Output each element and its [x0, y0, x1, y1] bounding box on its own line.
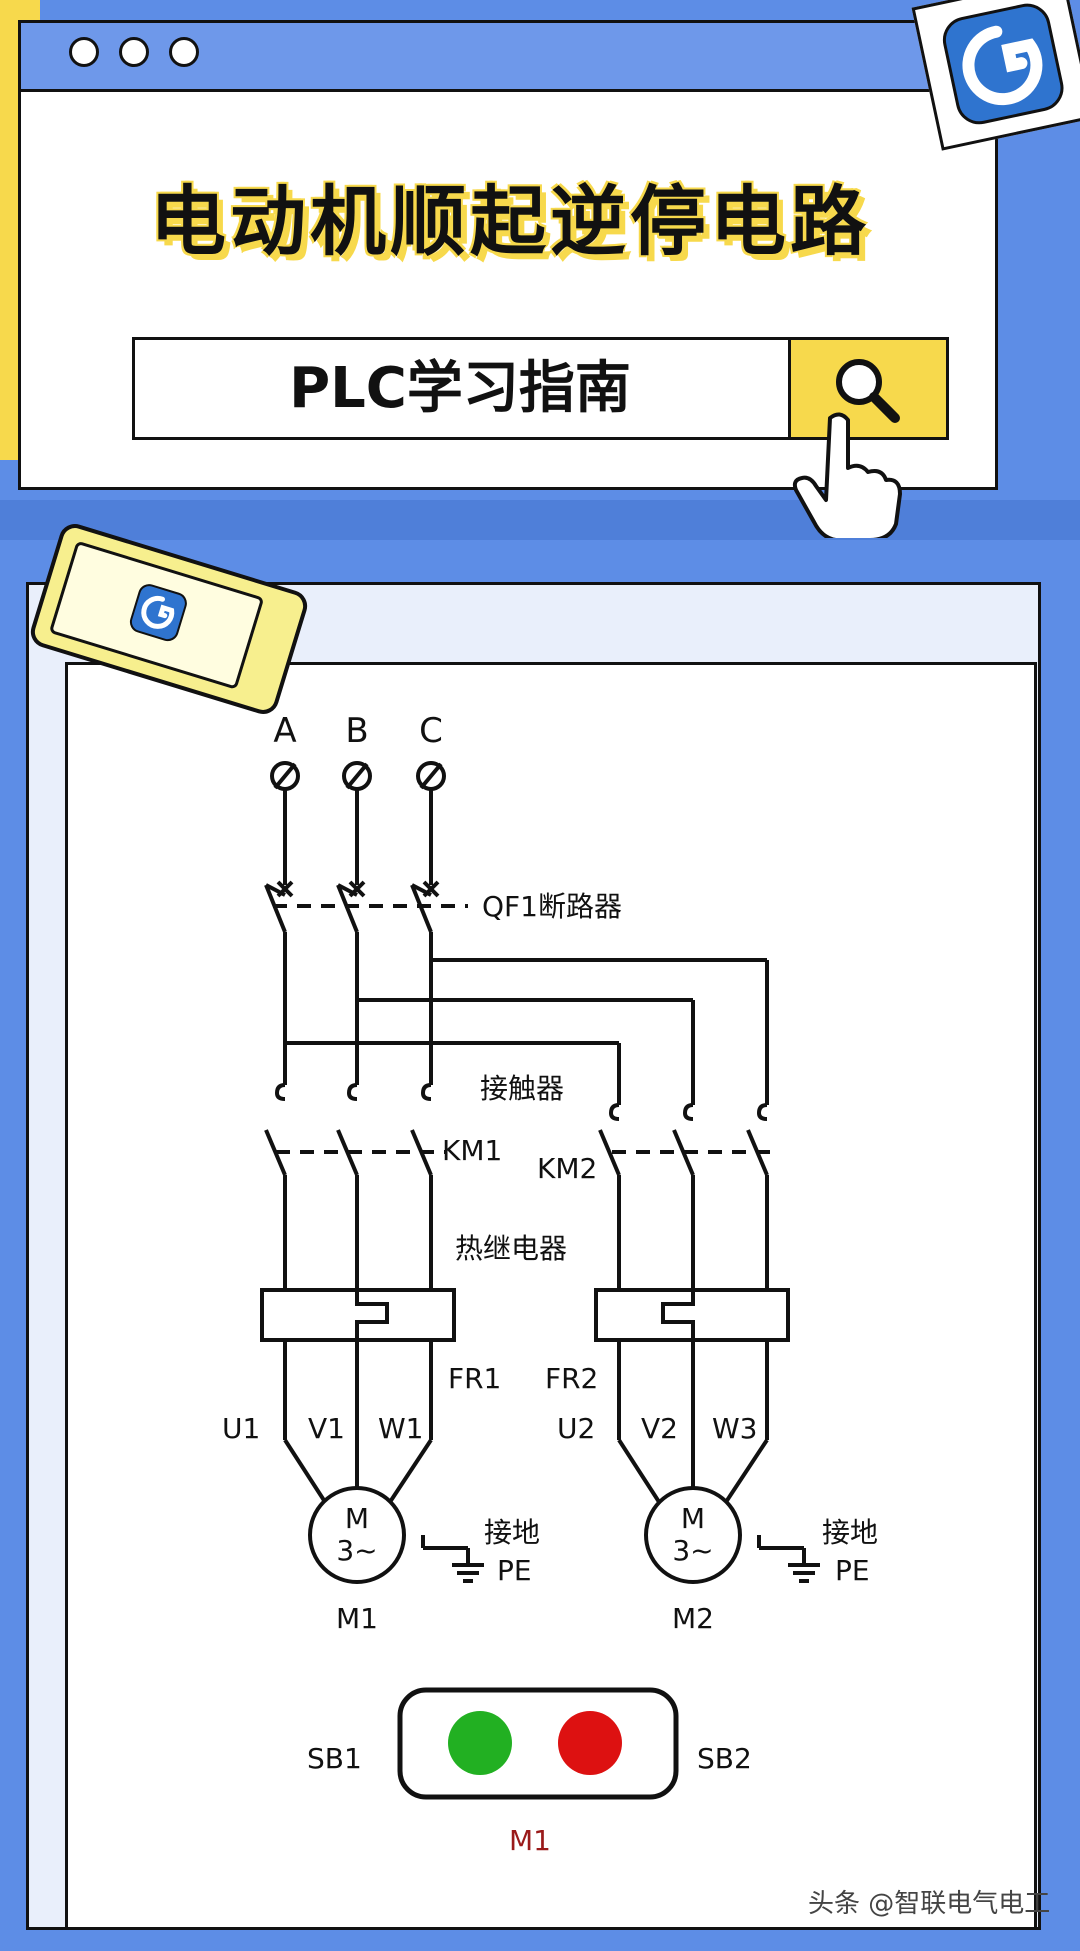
window-dot-1 [69, 37, 99, 67]
terminal-w1: W1 [378, 1412, 424, 1445]
window-titlebar [21, 23, 995, 92]
motor-m1 [308, 1486, 406, 1584]
start-button-sb1[interactable] [448, 1711, 512, 1775]
terminal-u1: U1 [222, 1412, 260, 1445]
motor-m2-symbol-sub: 3~ [672, 1534, 713, 1567]
phone-illustration [26, 520, 312, 718]
motor-m1-symbol-sub: 3~ [336, 1534, 377, 1567]
motor-m2 [644, 1486, 742, 1584]
terminal-w3: W3 [712, 1412, 758, 1445]
phone-logo-icon [129, 584, 187, 642]
terminal-u2: U2 [557, 1412, 595, 1445]
breaker-label: QF1断路器 [482, 890, 622, 923]
motor-m1-symbol: M [345, 1502, 369, 1535]
search-button[interactable] [788, 340, 946, 437]
logo-icon [942, 3, 1064, 125]
search-bar[interactable]: PLC学习指南 [132, 337, 949, 440]
thermal-relay-fr2 [594, 1288, 790, 1342]
phase-label-b: B [345, 711, 368, 751]
ground-symbol-1 [421, 1535, 484, 1583]
terminal-a [270, 761, 300, 791]
phase-label-c: C [419, 711, 443, 751]
sb1-label: SB1 [307, 1742, 362, 1775]
terminal-v2: V2 [641, 1412, 678, 1445]
window-dot-3 [169, 37, 199, 67]
phase-label-a: A [273, 711, 296, 751]
search-icon [836, 359, 900, 423]
fr1-label: FR1 [448, 1362, 501, 1395]
motor-m2-symbol: M [681, 1502, 705, 1535]
fr2-label: FR2 [545, 1362, 598, 1395]
button-panel-caption: M1 [509, 1824, 551, 1857]
ground-label-1: 接地 [484, 1516, 540, 1549]
phone-screen [48, 540, 265, 690]
thermal-relay-fr1 [260, 1288, 456, 1342]
thermal-relay-label: 热继电器 [455, 1232, 567, 1265]
terminal-c [416, 761, 446, 791]
motor2-name: M2 [672, 1602, 714, 1635]
sb2-label: SB2 [697, 1742, 752, 1775]
km2-label: KM2 [537, 1152, 597, 1185]
km1-label: KM1 [442, 1134, 502, 1167]
terminal-b [342, 761, 372, 791]
breaker-qf1 [264, 880, 468, 933]
stop-button-sb2[interactable] [558, 1711, 622, 1775]
terminal-v1: V1 [308, 1412, 345, 1445]
motor1-name: M1 [336, 1602, 378, 1635]
window-dot-2 [119, 37, 149, 67]
contactor-km1 [264, 1083, 445, 1176]
pe-label-2: PE [835, 1554, 870, 1587]
contactor-label: 接触器 [480, 1072, 564, 1105]
watermark: 头条 @智联电气电工 [808, 1889, 1051, 1919]
pe-label-1: PE [497, 1554, 532, 1587]
search-text: PLC学习指南 [289, 356, 631, 421]
button-panel [397, 1687, 679, 1800]
pointer-hand-icon [792, 412, 902, 538]
page-title: 电动机顺起逆停电路 [150, 177, 870, 266]
contactor-km2 [598, 1103, 775, 1176]
ground-label-2: 接地 [822, 1516, 878, 1549]
ground-symbol-2 [757, 1535, 820, 1583]
logo-card [911, 0, 1080, 151]
